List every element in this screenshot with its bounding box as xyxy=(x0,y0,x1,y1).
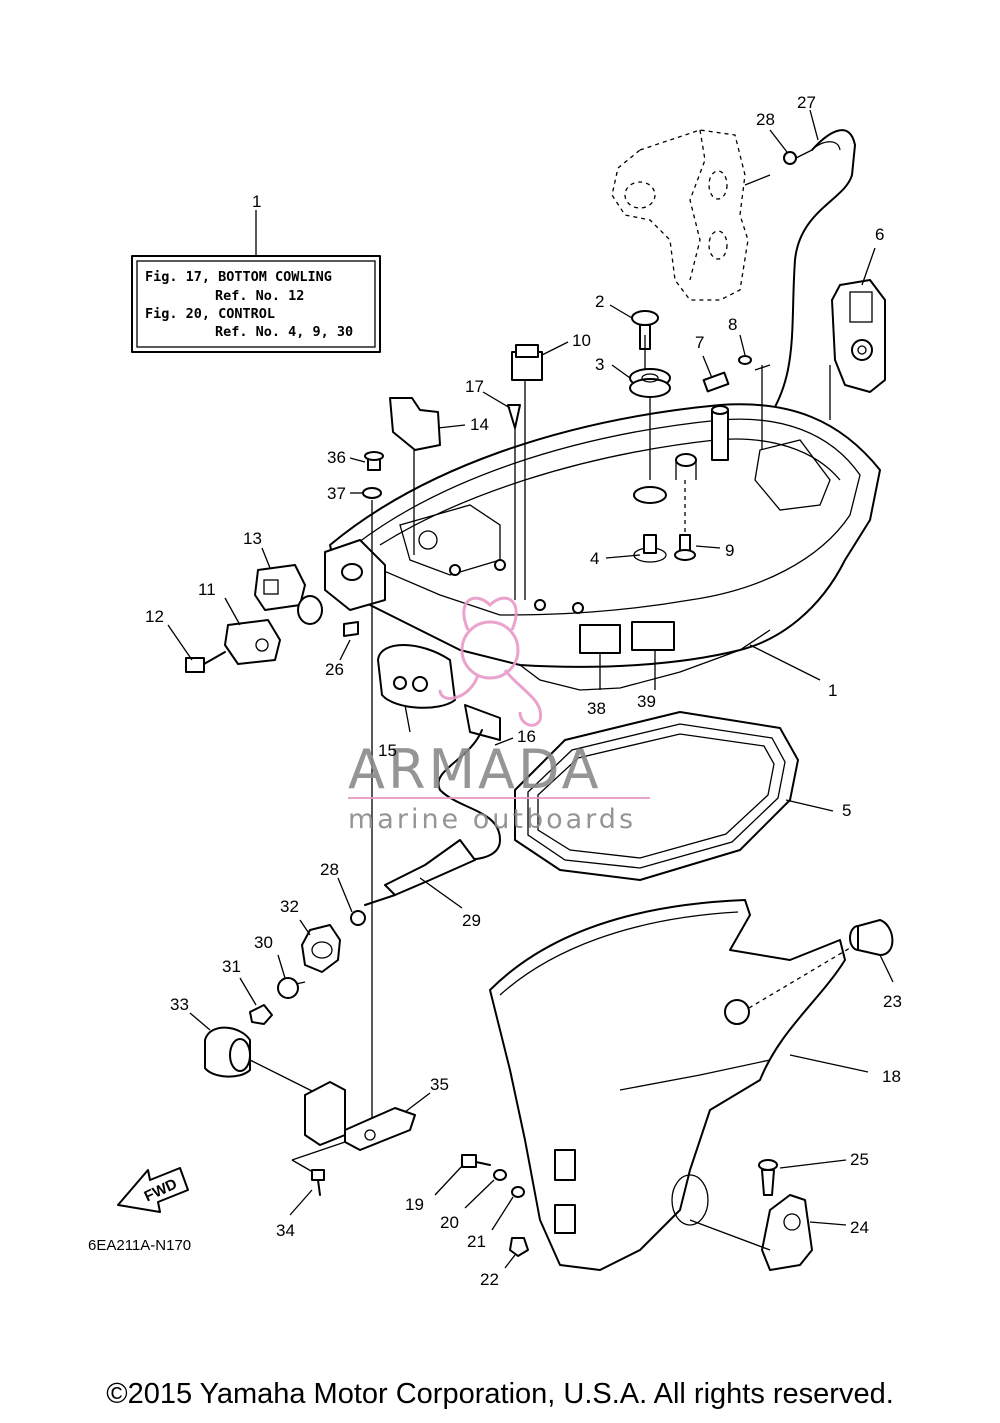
engine-block-sketch xyxy=(611,129,771,301)
fwd-arrow-icon: FWD xyxy=(117,1167,189,1213)
callout-6: 6 xyxy=(875,225,884,244)
note-line-3: Fig. 20, CONTROL xyxy=(145,306,275,322)
diagram-code: 6EA211A-N170 xyxy=(88,1237,191,1254)
callout-8: 8 xyxy=(728,315,737,334)
callout-7: 7 xyxy=(695,333,704,352)
callout-3: 3 xyxy=(595,355,604,374)
callout-21: 21 xyxy=(467,1232,486,1251)
callout-33: 33 xyxy=(170,995,189,1014)
callout-16: 16 xyxy=(517,727,536,746)
part-6-bracket xyxy=(831,247,886,393)
shift-cable xyxy=(364,704,501,906)
note-line-2: Ref. No. 12 xyxy=(215,288,304,304)
callout-9: 9 xyxy=(725,541,734,560)
callout-labels: 1 1 2 3 4 5 6 7 8 9 10 11 12 13 14 15 16… xyxy=(145,93,902,1289)
fasteners-top xyxy=(362,310,771,1130)
callout-12: 12 xyxy=(145,607,164,626)
callout-25: 25 xyxy=(850,1150,869,1169)
callout-1-note: 1 xyxy=(252,192,261,211)
callout-32: 32 xyxy=(280,897,299,916)
callout-30: 30 xyxy=(254,933,273,952)
callout-13: 13 xyxy=(243,529,262,548)
part-23-plug xyxy=(849,919,894,956)
part-15-grommet xyxy=(377,644,456,709)
callout-37: 37 xyxy=(327,484,346,503)
callout-14: 14 xyxy=(470,415,489,434)
callout-leaders xyxy=(167,109,894,1269)
callout-18: 18 xyxy=(882,1067,901,1086)
copyright-notice: ©2015 Yamaha Motor Corporation, U.S.A. A… xyxy=(106,1378,894,1410)
callout-23: 23 xyxy=(883,992,902,1011)
callout-35: 35 xyxy=(430,1075,449,1094)
callout-1: 1 xyxy=(828,681,837,700)
callout-39: 39 xyxy=(637,692,656,711)
callout-10: 10 xyxy=(572,331,591,350)
callout-34: 34 xyxy=(276,1221,295,1240)
callout-26: 26 xyxy=(325,660,344,679)
callout-4: 4 xyxy=(590,549,599,568)
callout-17: 17 xyxy=(465,377,484,396)
note-line-4: Ref. No. 4, 9, 30 xyxy=(215,324,353,340)
callout-28: 28 xyxy=(320,860,339,879)
watermark-brand: ARMADA xyxy=(348,738,602,801)
left-bracket-parts xyxy=(185,564,359,673)
note-line-1: Fig. 17, BOTTOM COWLING xyxy=(145,269,332,285)
fasteners-bottom xyxy=(461,1154,529,1257)
callout-36: 36 xyxy=(327,448,346,467)
reference-note-box: Fig. 17, BOTTOM COWLING Ref. No. 12 Fig.… xyxy=(131,210,381,353)
callout-11: 11 xyxy=(198,580,216,599)
callout-22: 22 xyxy=(480,1270,499,1289)
part-24-bracket xyxy=(689,1159,813,1271)
callout-15: 15 xyxy=(378,741,397,760)
part-5-seal xyxy=(514,711,799,881)
callout-28-top: 28 xyxy=(756,110,775,129)
callout-20: 20 xyxy=(440,1213,459,1232)
left-lower-parts xyxy=(204,910,416,1196)
callout-19: 19 xyxy=(405,1195,424,1214)
armada-watermark: ARMADA marine outboards xyxy=(348,596,650,835)
callout-38: 38 xyxy=(587,699,606,718)
callout-2: 2 xyxy=(595,292,604,311)
callout-27: 27 xyxy=(797,93,816,112)
callout-5: 5 xyxy=(842,801,851,820)
part-18-lower-cover xyxy=(489,899,856,1271)
callout-29: 29 xyxy=(462,911,481,930)
callout-24: 24 xyxy=(850,1218,869,1237)
callout-31: 31 xyxy=(222,957,241,976)
watermark-tagline: marine outboards xyxy=(348,804,636,835)
